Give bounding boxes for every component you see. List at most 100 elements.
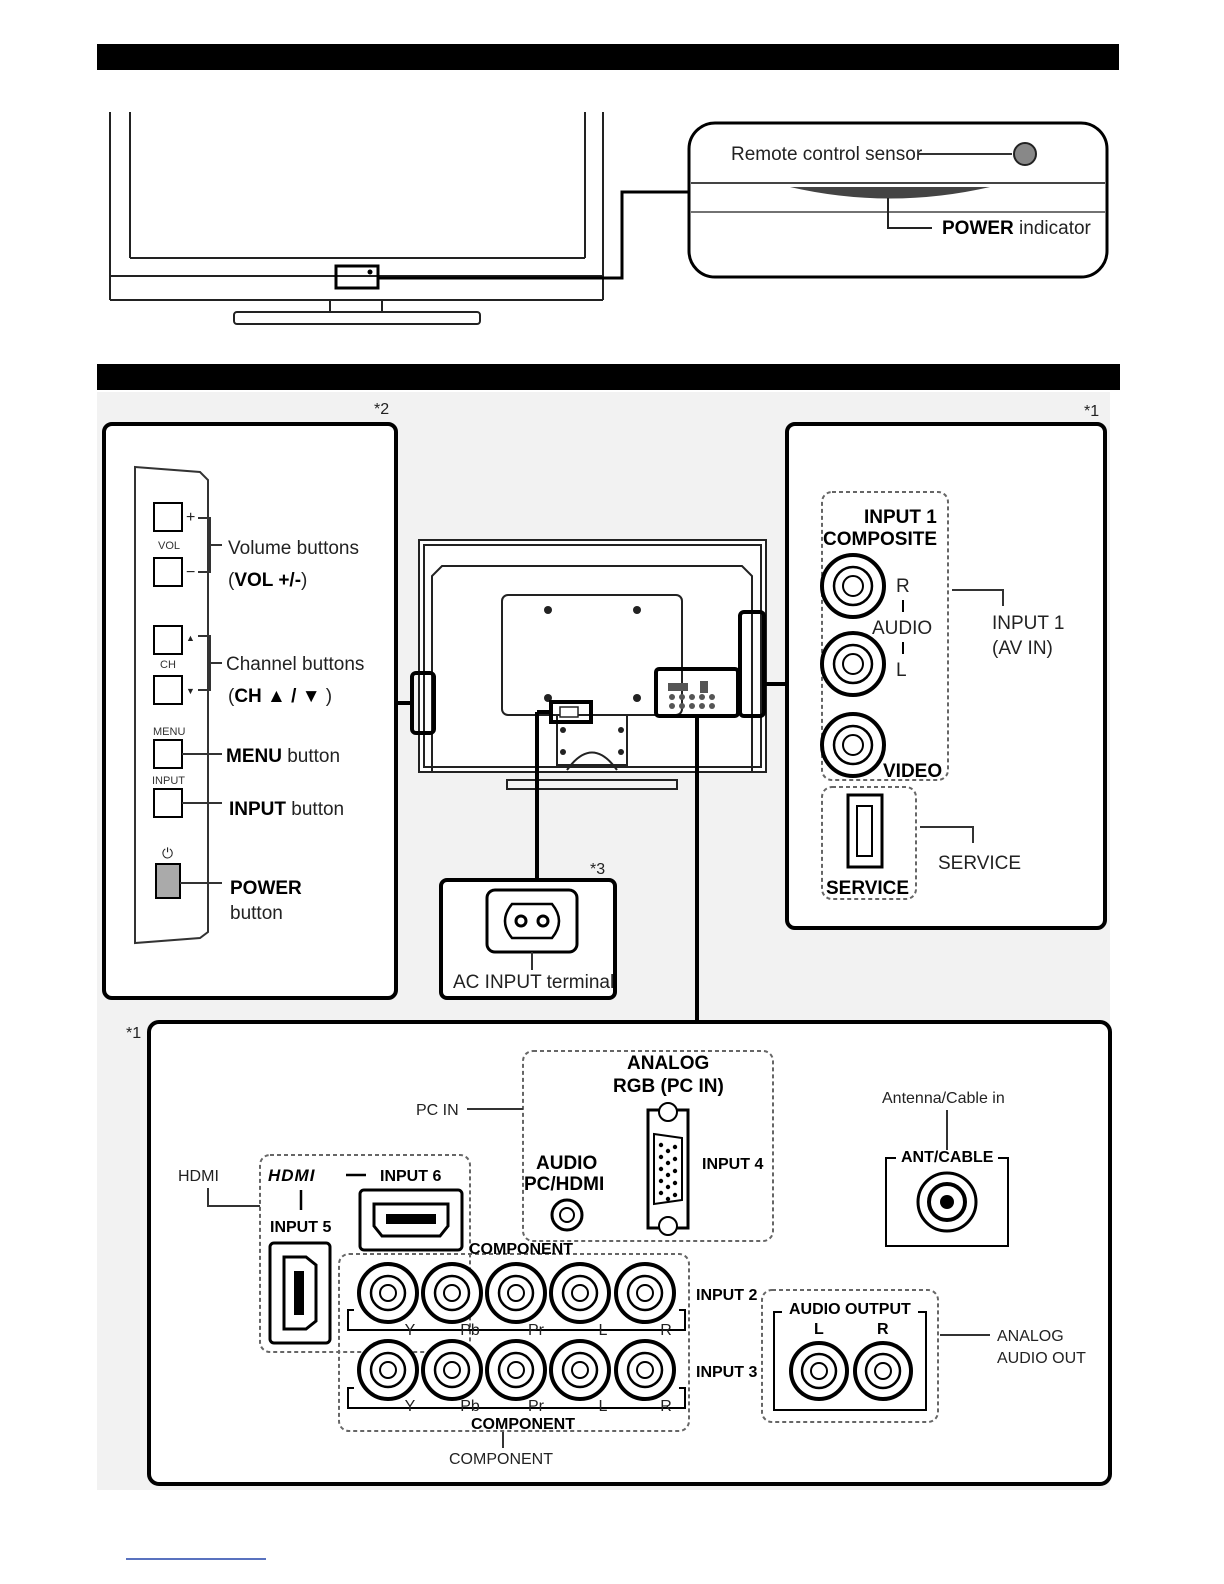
input1-video-jack (820, 712, 886, 778)
remote-sensor-icon (1013, 142, 1037, 166)
analog-rgb-label: RGB (PC IN) (613, 1076, 724, 1097)
ant-cable-label: ANT/CABLE (901, 1149, 994, 1166)
input6-label: INPUT 6 (380, 1168, 441, 1185)
audio-output-r-label: R (877, 1321, 889, 1338)
audio-pc-jack (550, 1198, 584, 1232)
vol-minus-sign: − (186, 564, 195, 581)
input1-callout (952, 589, 1004, 606)
section-header-bar-top (97, 44, 1119, 70)
sensor-callout-line (378, 190, 690, 280)
audio-pc-label: AUDIO (536, 1153, 597, 1174)
ant-cable-bracket (885, 1157, 1009, 1247)
section-header-bar-middle (97, 364, 1120, 390)
power-button-icon (155, 863, 181, 899)
remote-sensor-label: Remote control sensor (731, 144, 923, 165)
menu-button-label: MENU button (226, 746, 340, 767)
input3-label: INPUT 3 (696, 1364, 757, 1381)
antenna-label: Antenna/Cable in (882, 1090, 1005, 1107)
ch-up-sign: ▲ (186, 633, 195, 643)
audio-pc-hdmi-label: PC/HDMI (524, 1174, 604, 1195)
power-indicator-label: POWER indicator (942, 218, 1092, 239)
input1-composite-group (821, 491, 949, 781)
ch-text: CH (160, 659, 176, 671)
input2-jacks (357, 1262, 676, 1324)
analog-rgb-group (522, 1050, 774, 1242)
analog-label: ANALOG (627, 1053, 709, 1074)
input3-jack-y (357, 1339, 419, 1401)
component-callout-label: COMPONENT (449, 1451, 553, 1468)
hdmi-logo: HDMI (268, 1166, 316, 1185)
ch-down-sign: ▼ (186, 686, 195, 696)
tv-front-illustration (109, 112, 604, 325)
ac-input-socket-inner (503, 902, 561, 940)
channel-buttons-label-2: (CH ▲ / ▼ ) (228, 686, 332, 707)
sensor-zoom-box (687, 121, 1109, 279)
audio-output-l-jack (789, 1341, 849, 1401)
ant-cable-jack (916, 1171, 978, 1233)
vol-text: VOL (158, 540, 180, 552)
note-1-top: *1 (1084, 403, 1099, 420)
sensor-dot (367, 269, 373, 275)
power-button-label: POWER (230, 878, 302, 899)
vga-port (646, 1102, 690, 1236)
ch-up-button (153, 625, 183, 655)
input1-l-label: L (896, 660, 907, 681)
side-panel-strip (134, 465, 209, 945)
menu-button-icon (153, 739, 183, 769)
input1-audio-label: AUDIO (872, 618, 932, 639)
ac-pin-left (514, 914, 528, 928)
service-group (821, 786, 917, 900)
hdmi-callout-label: HDMI (178, 1168, 219, 1185)
audio-output-label: AUDIO OUTPUT (789, 1301, 911, 1318)
input3-jack-label-l: L (599, 1398, 608, 1415)
component-group (338, 1253, 690, 1432)
input1-r-label: R (896, 576, 910, 597)
hdmi-callout (207, 1188, 260, 1207)
rear-ac-socket (559, 706, 579, 718)
hdmi-input5-port (268, 1241, 332, 1345)
tv-rear-illustration (418, 539, 767, 790)
volume-buttons-label: Volume buttons (228, 538, 359, 559)
audio-output-r-jack (853, 1341, 913, 1401)
component-top-label: COMPONENT (469, 1241, 573, 1258)
vol-minus-button (153, 557, 183, 587)
input1-callout-label: INPUT 1 (992, 613, 1065, 634)
input1-title: INPUT 1 (864, 507, 937, 528)
input2-bracket (347, 1309, 686, 1331)
menu-text: MENU (153, 726, 185, 738)
input3-jack-label-y: Y (405, 1398, 416, 1415)
input2-jack-label-l: L (599, 1322, 608, 1339)
input2-jack-label-pb: Pb (460, 1322, 480, 1339)
power-indicator-lens (790, 187, 990, 199)
note-2-top: *2 (374, 401, 389, 418)
rear-input1-highlight (738, 610, 766, 718)
input-button-label: INPUT button (229, 799, 344, 820)
note-1-bottom: *1 (126, 1025, 141, 1042)
power-symbol-icon: ⏻ (162, 845, 173, 861)
service-port-label: SERVICE (826, 878, 909, 899)
input3-jack-label-pb: Pb (460, 1398, 480, 1415)
input2-jack-label-pr: Pr (528, 1322, 545, 1339)
audio-output-l-label: L (814, 1321, 824, 1338)
component-bottom-label: COMPONENT (471, 1416, 575, 1433)
input4-label: INPUT 4 (702, 1156, 763, 1173)
channel-buttons-label: Channel buttons (226, 654, 364, 675)
input-text: INPUT (152, 775, 185, 787)
input2-jack-pr (485, 1262, 547, 1324)
input2-jack-label-y: Y (405, 1322, 416, 1339)
service-port-inner (856, 805, 873, 857)
analog-audio-out-label-2: AUDIO OUT (997, 1350, 1086, 1367)
power-indicator-callout (887, 198, 932, 229)
input1-audio-l-jack (820, 631, 886, 697)
hdmi-input6-port (358, 1188, 464, 1252)
input3-jack-l (549, 1339, 611, 1401)
input-button-icon (153, 788, 183, 818)
pc-in-label: PC IN (416, 1102, 459, 1119)
input3-jack-r (614, 1339, 676, 1401)
input2-jack-label-r: R (660, 1322, 672, 1339)
input5-label: INPUT 5 (270, 1219, 331, 1236)
input2-jack-pb (421, 1262, 483, 1324)
ac-input-label: AC INPUT terminal (453, 972, 614, 993)
input1-video-label: VIDEO (883, 761, 942, 782)
